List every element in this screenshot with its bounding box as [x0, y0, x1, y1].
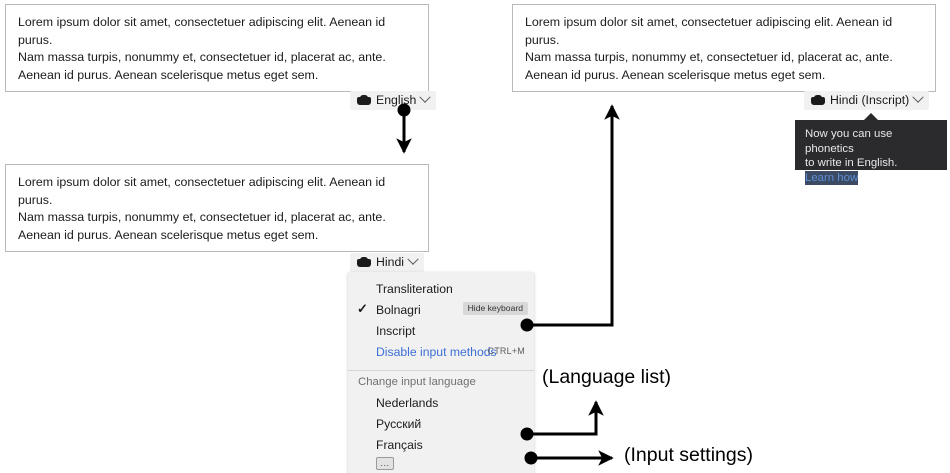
annotation-input-settings: (Input settings) [624, 444, 753, 466]
tooltip-line-2: to write in English. [805, 157, 898, 170]
text-area-hindi-content: Lorem ipsum dolor sit amet, consectetuer… [18, 175, 386, 242]
tooltip-line-1: Now you can use phonetics [805, 128, 893, 155]
hide-keyboard-badge[interactable]: Hide keyboard [462, 302, 528, 315]
menu-item-francais-label: Français [376, 437, 423, 452]
language-pill-hindi-label: Hindi [376, 255, 405, 269]
text-area-hindi[interactable]: Lorem ipsum dolor sit amet, consectetuer… [5, 164, 429, 252]
chevron-down-icon [407, 253, 419, 265]
menu-item-russian-label: Русский [376, 416, 422, 431]
menu-item-disable-input-methods-label: Disable input methods [376, 344, 497, 359]
language-pill-hindi-inscript-label: Hindi (Inscript) [830, 93, 910, 107]
learn-how-link[interactable]: Learn how [805, 170, 859, 186]
menu-item-francais[interactable]: Français [348, 434, 534, 455]
menu-item-nederlands[interactable]: Nederlands [348, 392, 534, 413]
keyboard-icon [811, 95, 825, 105]
language-list-section: Change input language Nederlands Русский… [348, 371, 534, 473]
menu-item-transliteration[interactable]: Transliteration [348, 278, 534, 299]
menu-item-russian[interactable]: Русский [348, 413, 534, 434]
check-icon: ✓ [357, 301, 368, 316]
language-pill-hindi-inscript[interactable]: Hindi (Inscript) [804, 91, 930, 110]
keyboard-icon [357, 257, 371, 267]
input-method-list: Transliteration ✓ Bolnagri Hide keyboard… [348, 272, 534, 369]
language-pill-english-label: English [376, 93, 417, 107]
menu-item-bolnagri-label: Bolnagri [376, 302, 421, 317]
menu-item-inscript[interactable]: Inscript [348, 320, 534, 341]
annotation-language-list: (Language list) [542, 366, 671, 388]
menu-item-disable-input-methods[interactable]: Disable input methods CTRL+M [348, 341, 534, 362]
language-pill-english[interactable]: English [350, 91, 437, 110]
tooltip-arrow-icon [864, 113, 878, 120]
menu-divider [348, 370, 534, 371]
phonetics-tooltip: Now you can use phonetics to write in En… [795, 113, 947, 186]
arrow-inscript-to-inscript-box [529, 104, 620, 327]
text-area-english[interactable]: Lorem ipsum dolor sit amet, consectetuer… [5, 4, 429, 92]
input-method-menu: Transliteration ✓ Bolnagri Hide keyboard… [348, 272, 534, 473]
language-pill-hindi[interactable]: Hindi [350, 253, 425, 272]
chevron-down-icon [419, 91, 432, 103]
text-area-english-content: Lorem ipsum dolor sit amet, consectetuer… [18, 15, 386, 82]
arrow-language-list [529, 400, 604, 436]
more-languages-button[interactable]: ... [376, 457, 394, 470]
menu-item-transliteration-label: Transliteration [376, 281, 453, 296]
menu-item-disable-shortcut: CTRL+M [487, 346, 525, 356]
menu-item-inscript-label: Inscript [376, 323, 416, 338]
text-area-hindi-inscript-content: Lorem ipsum dolor sit amet, consectetuer… [525, 15, 893, 82]
menu-item-nederlands-label: Nederlands [376, 395, 439, 410]
keyboard-icon [357, 95, 371, 105]
text-area-hindi-inscript[interactable]: Lorem ipsum dolor sit amet, consectetuer… [512, 4, 936, 92]
menu-item-bolnagri[interactable]: ✓ Bolnagri Hide keyboard [348, 299, 534, 320]
chevron-down-icon [912, 91, 924, 103]
change-input-language-title: Change input language [358, 376, 476, 388]
